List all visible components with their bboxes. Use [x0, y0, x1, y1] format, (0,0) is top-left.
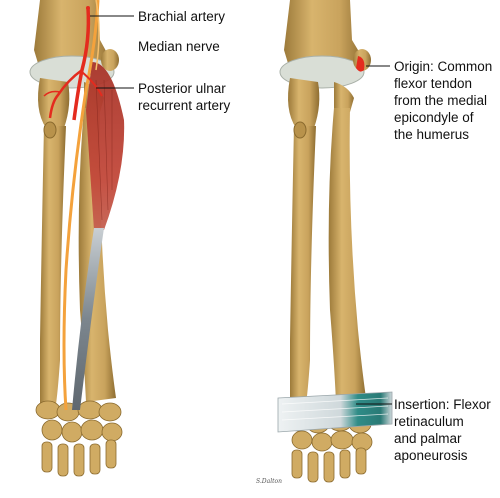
- right-leader-lines: [356, 65, 392, 405]
- right-humerus: [284, 0, 364, 70]
- left-muscle-belly: [86, 62, 125, 230]
- left-carpals: [35, 400, 123, 477]
- left-tendon: [72, 228, 104, 410]
- left-forearm: [29, 0, 125, 477]
- label-insertion: Insertion: Flexor retinaculum and palmar…: [394, 397, 491, 463]
- right-ulna: [290, 126, 316, 404]
- left-ulna: [40, 126, 66, 404]
- left-leader-lines: [90, 15, 134, 89]
- right-forearm: [277, 0, 393, 483]
- left-median-nerve: [62, 0, 100, 411]
- label-posterior-ulnar-recurrent-artery: Posterior ulnar recurrent artery: [138, 81, 231, 113]
- flexor-retinaculum: [277, 391, 393, 433]
- label-origin: Origin: Common flexor tendon from the me…: [394, 59, 493, 142]
- right-radius: [328, 108, 366, 402]
- origin-marker: [356, 56, 365, 72]
- artist-signature: S.Dalton: [256, 478, 282, 485]
- label-median-nerve: Median nerve: [138, 39, 220, 54]
- label-brachial-artery: Brachial artery: [138, 9, 226, 24]
